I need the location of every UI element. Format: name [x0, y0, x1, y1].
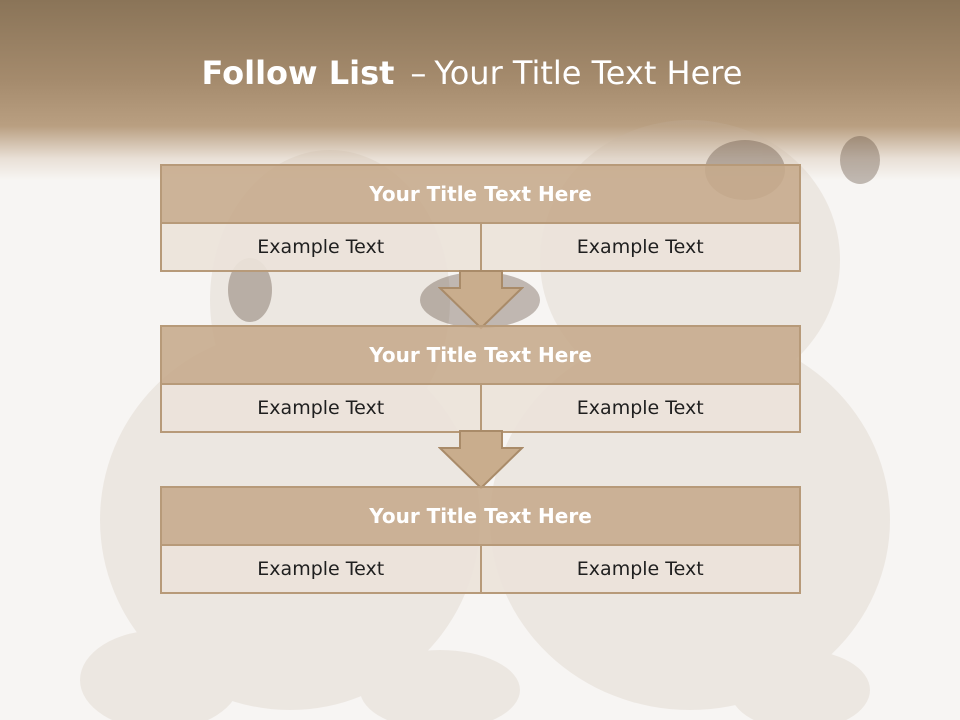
- step-cells: Example Text Example Text: [162, 546, 799, 592]
- title-dash: –: [410, 54, 427, 92]
- title-rest: Your Title Text Here: [434, 54, 743, 92]
- step-title: Your Title Text Here: [162, 327, 799, 385]
- step-title: Your Title Text Here: [162, 488, 799, 546]
- step-cell-left: Example Text: [162, 224, 480, 270]
- step-cell-right: Example Text: [479, 546, 799, 592]
- step-cell-left: Example Text: [162, 385, 480, 431]
- step-title: Your Title Text Here: [162, 166, 799, 224]
- down-arrow-icon: [438, 270, 524, 330]
- down-arrow-icon: [438, 430, 524, 490]
- step-box-3: Your Title Text Here Example Text Exampl…: [160, 486, 801, 594]
- step-cell-right: Example Text: [479, 385, 799, 431]
- step-cells: Example Text Example Text: [162, 385, 799, 431]
- step-cell-left: Example Text: [162, 546, 480, 592]
- header-band: [0, 0, 960, 180]
- slide-title: Follow List–Your Title Text Here: [0, 54, 944, 92]
- step-cells: Example Text Example Text: [162, 224, 799, 270]
- title-bold: Follow List: [201, 54, 395, 92]
- step-cell-right: Example Text: [479, 224, 799, 270]
- step-box-2: Your Title Text Here Example Text Exampl…: [160, 325, 801, 433]
- step-box-1: Your Title Text Here Example Text Exampl…: [160, 164, 801, 272]
